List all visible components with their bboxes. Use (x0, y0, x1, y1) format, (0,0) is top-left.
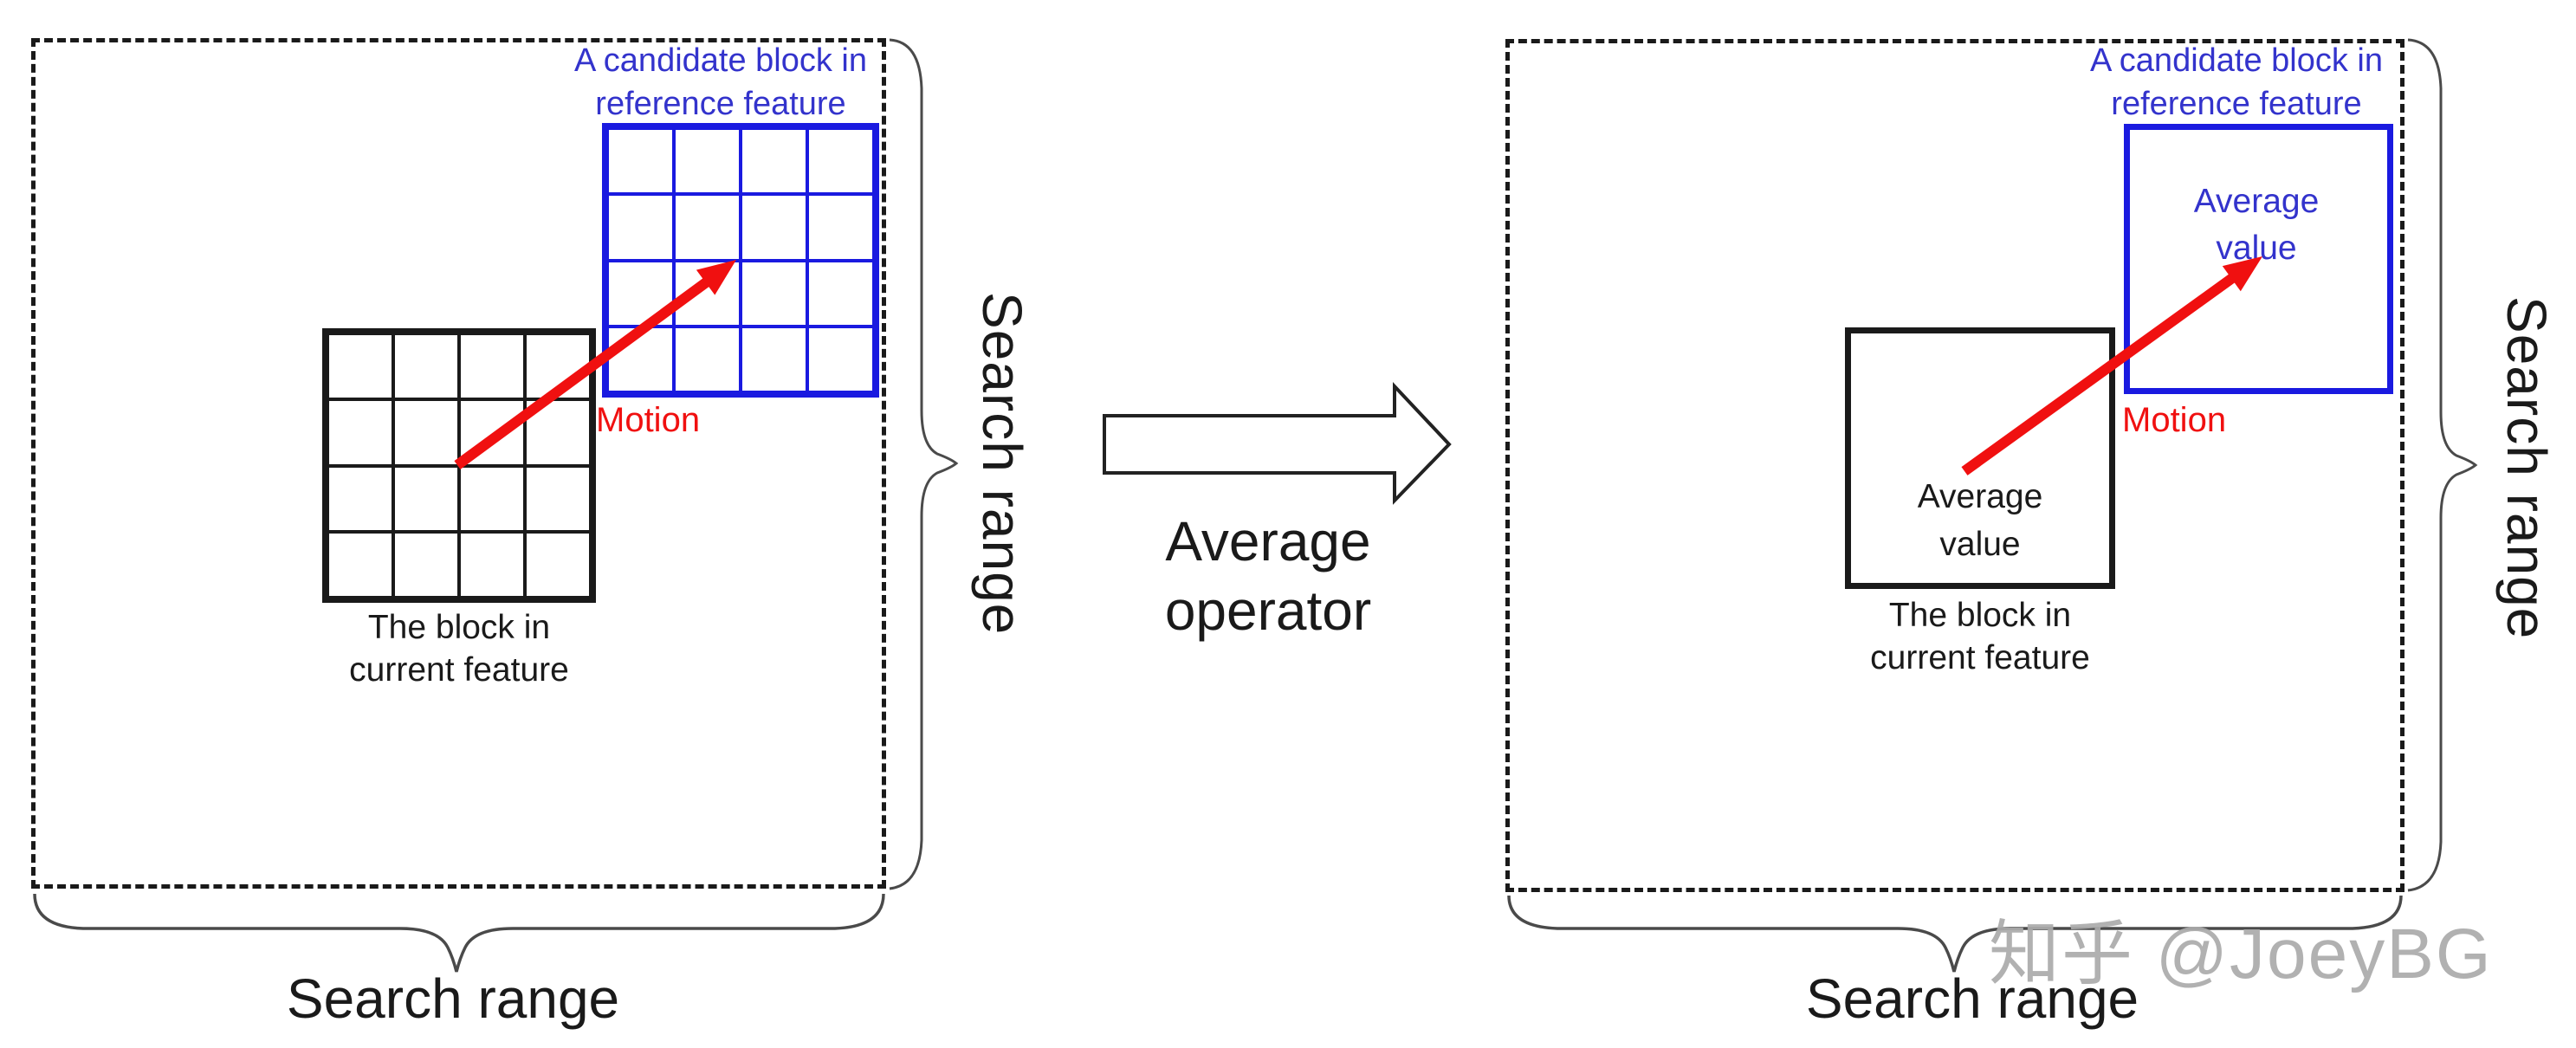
left-search-range-box (31, 38, 886, 889)
right-candidate-block-label-line1: A candidate block in (2089, 42, 2384, 79)
left-side-brace-icon (889, 38, 959, 890)
right-candidate-block-label-line2: reference feature (2111, 86, 2362, 122)
left-motion-label: Motion (596, 401, 701, 439)
grid-cell (741, 260, 807, 327)
grid-cell (393, 465, 459, 532)
grid-cell (607, 260, 674, 327)
left-current-block-label-line2: current feature (349, 651, 569, 689)
grid-cell (607, 128, 674, 195)
grid-cell (393, 399, 459, 466)
right-current-block-label-line2: current feature (1870, 639, 2090, 676)
right-current-block-label: The block in current feature (1870, 594, 2090, 679)
grid-cell (807, 128, 874, 195)
right-search-range-side-label: Search range (2495, 296, 2558, 640)
grid-cell (327, 465, 393, 532)
right-current-average-line1: Average (1917, 478, 2043, 515)
average-operator-label: Average operator (1165, 507, 1371, 645)
grid-cell (807, 326, 874, 392)
average-operator-label-line2: operator (1164, 579, 1372, 642)
left-candidate-block-label: A candidate block in reference feature (574, 39, 867, 126)
left-current-block-grid (322, 328, 596, 603)
grid-cell (741, 194, 807, 261)
grid-cell (674, 326, 741, 392)
grid-cell (525, 531, 591, 598)
grid-cell (741, 128, 807, 195)
grid-cell (459, 399, 525, 466)
left-candidate-block-grid (602, 123, 879, 398)
grid-cell (607, 194, 674, 261)
grid-cell (674, 194, 741, 261)
grid-cell (525, 399, 591, 466)
grid-cell (607, 326, 674, 392)
right-candidate-average-line2: value (2216, 230, 2297, 267)
right-motion-label: Motion (2122, 401, 2227, 439)
grid-cell (807, 194, 874, 261)
grid-cell (674, 260, 741, 327)
left-candidate-block-label-line2: reference feature (595, 86, 846, 122)
right-candidate-average-line1: Average (2193, 183, 2320, 220)
grid-cell (459, 465, 525, 532)
left-search-range-bottom-label: Search range (286, 967, 620, 1030)
average-operator-arrow-icon (1103, 381, 1452, 505)
left-current-block-label-line1: The block in (367, 609, 551, 646)
grid-cell (525, 465, 591, 532)
right-candidate-block-label: A candidate block in reference feature (2090, 39, 2383, 126)
grid-cell (741, 326, 807, 392)
grid-cell (459, 531, 525, 598)
right-search-range-box (1505, 39, 2404, 892)
grid-cell (525, 333, 591, 400)
left-candidate-block-label-line1: A candidate block in (573, 42, 868, 79)
right-current-block-label-line1: The block in (1888, 597, 2072, 634)
right-candidate-average-value-label: Average value (2194, 178, 2320, 272)
grid-cell (393, 531, 459, 598)
grid-cell (327, 399, 393, 466)
grid-cell (674, 128, 741, 195)
right-side-brace-icon (2407, 38, 2478, 892)
grid-cell (327, 531, 393, 598)
right-current-average-value-label: Average value (1918, 473, 2043, 568)
average-operator-label-line1: Average (1165, 510, 1371, 573)
grid-cell (459, 333, 525, 400)
left-search-range-side-label: Search range (971, 292, 1033, 636)
left-bottom-brace-icon (33, 893, 885, 973)
watermark-text: 知乎 @JoeyBG (1989, 915, 2493, 993)
grid-cell (393, 333, 459, 400)
grid-cell (327, 333, 393, 400)
right-current-average-line2: value (1939, 526, 2021, 563)
right-search-range-bottom-label: Search range (1805, 967, 2139, 1030)
grid-cell (807, 260, 874, 327)
left-current-block-label: The block in current feature (349, 606, 569, 691)
